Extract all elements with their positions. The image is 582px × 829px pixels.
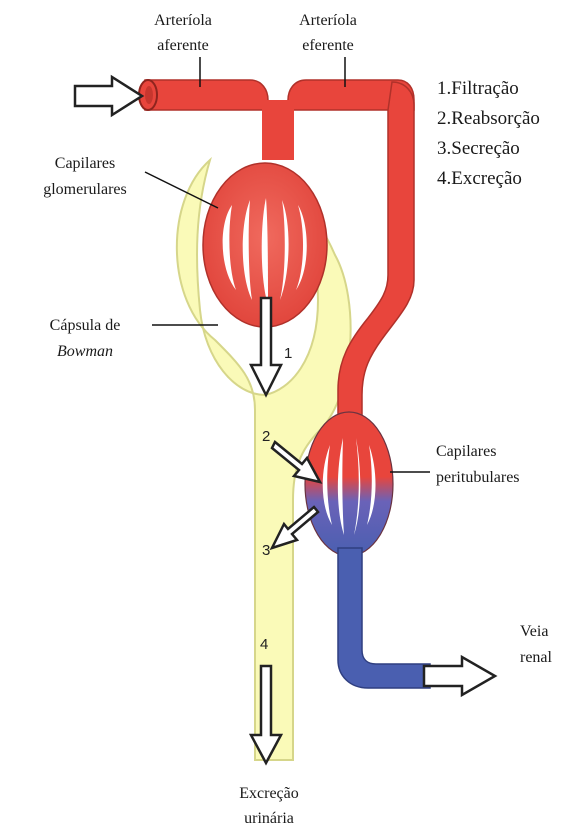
label-capilares-glomerulares-1: Capilares	[55, 155, 115, 172]
step-number-3: 3	[262, 542, 270, 559]
label-veia-1: Veia	[520, 623, 548, 640]
step-number-1: 1	[284, 345, 292, 362]
label-excrecao-2: urinária	[244, 810, 294, 827]
legend-item-secrecao: 3.Secreção	[437, 138, 520, 159]
label-arteriola-eferente-2: eferente	[302, 37, 354, 54]
peritubular-capillaries	[305, 412, 393, 556]
label-veia-2: renal	[520, 649, 553, 666]
label-arteriola-aferente-1: Arteríola	[154, 12, 212, 29]
vein-arrow	[424, 657, 495, 695]
legend-item-excrecao: 4.Excreção	[437, 168, 522, 189]
step-number-2: 2	[262, 428, 270, 445]
label-arteriola-aferente-2: aferente	[157, 37, 209, 54]
renal-vein	[338, 548, 430, 688]
label-capilares-peritubulares-1: Capilares	[436, 443, 496, 460]
input-arrow	[75, 77, 142, 115]
glomerulus-stalk	[262, 100, 294, 160]
efferent-arteriole	[338, 82, 414, 420]
step-number-4: 4	[260, 636, 268, 653]
label-arteriola-eferente-1: Arteríola	[299, 12, 357, 29]
label-excrecao-1: Excreção	[239, 785, 299, 802]
label-capsula-1: Cápsula de	[50, 317, 121, 334]
label-capsula-2: Bowman	[57, 343, 113, 360]
legend-item-reabsorcao: 2.Reabsorção	[437, 108, 540, 129]
process-legend: 1.Filtração 2.Reabsorção 3.Secreção 4.Ex…	[437, 78, 540, 189]
label-capilares-glomerulares-2: glomerulares	[43, 181, 127, 198]
legend-item-filtracao: 1.Filtração	[437, 78, 519, 99]
label-capilares-peritubulares-2: peritubulares	[436, 469, 520, 486]
